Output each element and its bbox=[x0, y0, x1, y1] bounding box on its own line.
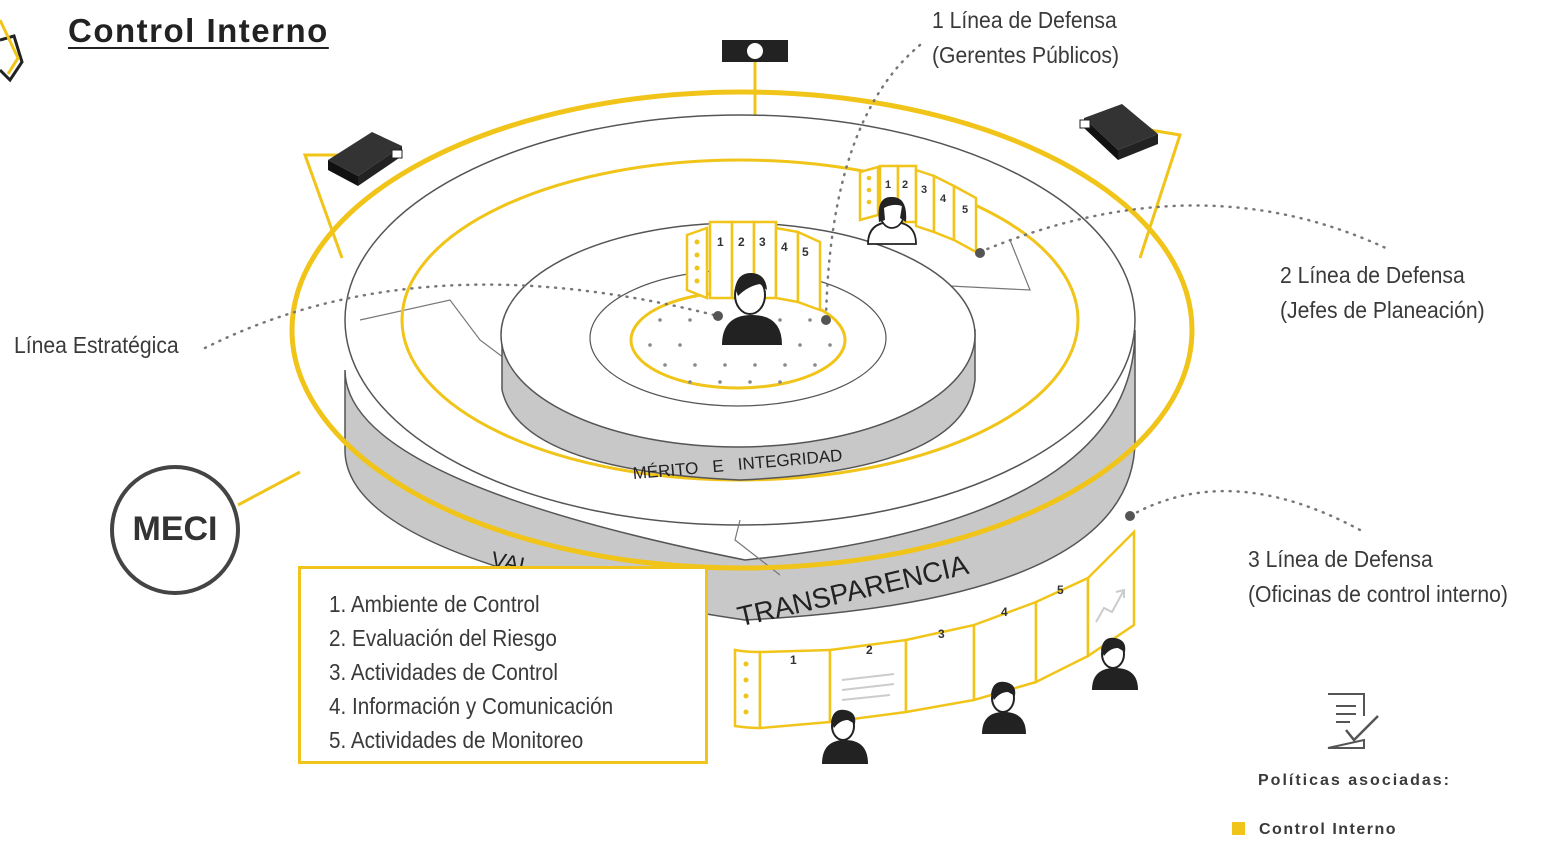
component-item: 2. Evaluación del Riesgo bbox=[329, 625, 557, 651]
policy-bullet bbox=[1232, 822, 1245, 835]
person-icon bbox=[1092, 637, 1138, 690]
outer-band-panels bbox=[733, 528, 1136, 730]
meci-badge bbox=[110, 465, 240, 595]
component-item: 4. Información y Comunicación bbox=[329, 693, 614, 719]
panel-number: 4 bbox=[940, 193, 947, 205]
leader-lines bbox=[203, 43, 1392, 532]
panel-number: 5 bbox=[962, 204, 968, 216]
right-panel-numbers: 1 2 3 4 5 bbox=[885, 179, 968, 216]
leader-endpoints bbox=[713, 248, 1135, 521]
person-icon bbox=[822, 709, 868, 764]
center-panels bbox=[685, 220, 822, 312]
projector-icon bbox=[328, 132, 403, 186]
page-title: Control Interno bbox=[68, 12, 329, 49]
center-panel-numbers: 1 2 3 4 5 bbox=[717, 235, 809, 259]
meci-label: MECI bbox=[132, 510, 218, 548]
panel-number: 2 bbox=[902, 179, 908, 191]
component-item: 5. Actividades de Monitoreo bbox=[329, 727, 584, 753]
center-dot-grid bbox=[648, 318, 832, 384]
callout-linea1: 1 Línea de Defensa (Gerentes Públicos) bbox=[932, 3, 1135, 73]
projector-icon bbox=[1079, 104, 1158, 160]
camera-icon bbox=[722, 40, 788, 62]
center-panel-dots bbox=[694, 239, 700, 284]
callout-linea1-subtitle: (Gerentes Públicos) bbox=[932, 42, 1119, 68]
component-item: 3. Actividades de Control bbox=[329, 659, 558, 685]
callout-linea3-title: 3 Línea de Defensa bbox=[1248, 546, 1433, 572]
panel-number: 5 bbox=[1057, 583, 1064, 597]
panel-number: 2 bbox=[738, 235, 745, 249]
outer-band-dots bbox=[743, 661, 749, 715]
person-icon bbox=[867, 196, 917, 245]
callout-linea3-subtitle: (Oficinas de control interno) bbox=[1248, 581, 1508, 607]
person-icon bbox=[982, 681, 1026, 734]
panel-number: 1 bbox=[717, 235, 724, 249]
panel-number: 1 bbox=[790, 653, 797, 667]
policy-item-label: Control Interno bbox=[1259, 821, 1398, 838]
callout-linea2-title: 2 Línea de Defensa bbox=[1280, 262, 1465, 288]
callout-linea-estrategica: Línea Estratégica bbox=[14, 332, 179, 358]
policy-item: Control Interno bbox=[1232, 821, 1397, 839]
components-box: 1. Ambiente de Control 2. Evaluación del… bbox=[298, 566, 708, 764]
panel-number: 5 bbox=[802, 245, 809, 259]
person-icon bbox=[722, 272, 782, 345]
panel-number: 1 bbox=[885, 179, 891, 191]
right-panels bbox=[858, 164, 978, 255]
outer-band-numbers: 1 2 3 4 5 bbox=[790, 583, 1064, 667]
panel-number: 2 bbox=[866, 643, 873, 657]
document-check-icon bbox=[1327, 693, 1379, 749]
panel-number: 3 bbox=[938, 627, 945, 641]
callout-linea2: 2 Línea de Defensa (Jefes de Planeación) bbox=[1280, 258, 1502, 328]
callout-linea1-title: 1 Línea de Defensa bbox=[932, 7, 1117, 33]
document-lines-icon bbox=[841, 673, 895, 701]
callout-linea2-subtitle: (Jefes de Planeación) bbox=[1280, 297, 1485, 323]
chart-trend-icon bbox=[1095, 588, 1125, 623]
logo-accent bbox=[0, 19, 20, 75]
policies-heading: Políticas asociadas: bbox=[1258, 772, 1451, 789]
component-item: 1. Ambiente de Control bbox=[329, 591, 540, 617]
right-panel-dots bbox=[866, 175, 872, 205]
panel-number: 4 bbox=[1001, 605, 1008, 619]
panel-number: 4 bbox=[781, 240, 788, 254]
panel-number: 3 bbox=[921, 184, 927, 196]
callout-linea3: 3 Línea de Defensa (Oficinas de control … bbox=[1248, 542, 1531, 612]
panel-number: 3 bbox=[759, 235, 766, 249]
